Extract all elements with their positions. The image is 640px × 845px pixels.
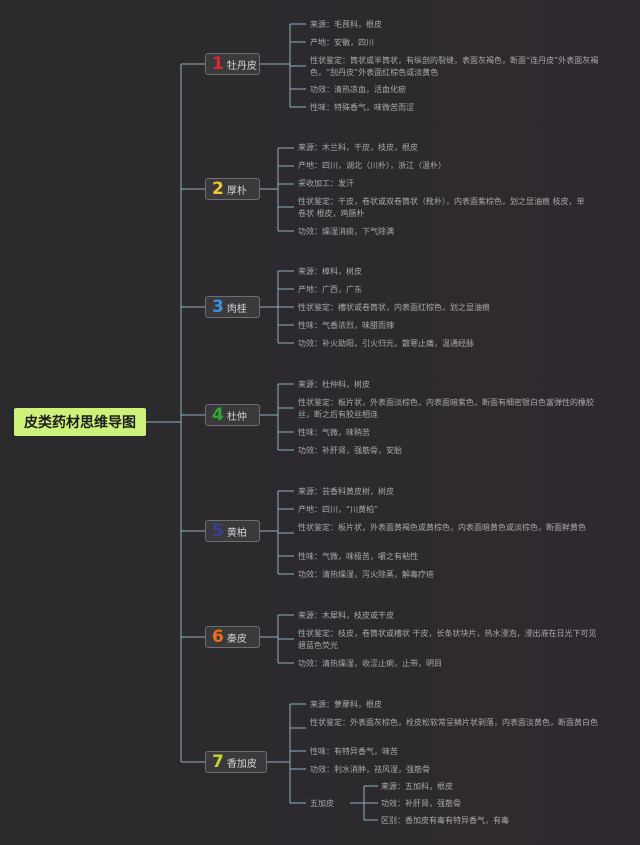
leaf-item: 性状鉴定：槽状或卷筒状，内表面红棕色，划之显油痕 (298, 303, 490, 312)
leaf-item: 功效：清热凉血，活血化瘀 (310, 85, 406, 94)
branch-node-5[interactable]: 5 黄柏 (205, 520, 260, 542)
branch-label: 杜仲 (226, 411, 247, 423)
leaf-item: 功效：补肝肾，强筋骨，安胎 (298, 446, 402, 455)
leaf-item: 来源：毛茛科，根皮 (310, 20, 382, 29)
leaf-item: 功效：利水消肿，祛风湿，强筋骨 (310, 765, 430, 774)
leaf-item: 功效：清热燥湿，泻火除蒸，解毒疗疮 (298, 570, 434, 579)
leaf-item: 性味：有特异香气，味苦 (310, 747, 398, 756)
leaf-item: 功效：补火助阳，引火归元，散寒止痛，温通经脉 (298, 339, 474, 348)
branch-number: 1 (212, 54, 224, 74)
branch-number: 4 (212, 405, 224, 425)
leaf-item: 性状鉴定：板片状，外表面淡棕色，内表面暗紫色，断面有细密银白色富弹性的橡胶丝，断… (298, 398, 594, 419)
branch-number: 5 (212, 521, 224, 541)
branch-node-6[interactable]: 6 秦皮 (205, 626, 260, 648)
leaf-item: 区别：香加皮有毒有特异香气，有毒 (381, 816, 509, 825)
sub-branch-label[interactable]: 五加皮 (310, 799, 334, 808)
leaf-item: 性味：气微，味稍苦 (298, 428, 370, 437)
leaf-item: 采收加工：发汗 (298, 179, 354, 188)
leaf-item: 来源：杜仲科，树皮 (298, 380, 370, 389)
leaf-item: 来源：芸香科黄皮树，树皮 (298, 487, 394, 496)
root-node[interactable]: 皮类药材思维导图 (14, 408, 146, 436)
leaf-item: 产地：四川，“川黄柏” (298, 505, 379, 514)
branch-node-4[interactable]: 4 杜仲 (205, 404, 260, 426)
branch-node-2[interactable]: 2 厚朴 (205, 178, 260, 200)
leaf-item: 性状鉴定：干皮，卷状或双卷筒状（靴朴），内表面紫棕色，划之显油痕 枝皮，单卷状 … (298, 197, 585, 218)
branch-label: 厚朴 (226, 185, 247, 197)
branch-number: 2 (212, 179, 224, 199)
leaf-item: 性状鉴定：枝皮，卷筒状或槽状 干皮，长条状块片，热水浸泡，浸出液在日光下可见碧蓝… (298, 629, 597, 650)
leaf-item: 功效：补肝肾，强筋骨 (381, 799, 461, 808)
branch-label: 香加皮 (226, 758, 257, 770)
leaf-item: 性状鉴定：外表面灰棕色，栓皮松软常呈鳞片状剥落，内表面淡黄色，断面黄白色 (310, 718, 598, 727)
branch-node-7[interactable]: 7 香加皮 (205, 751, 267, 773)
leaf-item: 来源：五加科，根皮 (381, 782, 453, 791)
leaf-item: 性状鉴定：板片状，外表面黄褐色或黄棕色，内表面暗黄色或淡棕色，断面鲜黄色 (298, 523, 586, 532)
leaf-item: 来源：木犀科，枝皮或干皮 (298, 611, 394, 620)
leaf-item: 性状鉴定：筒状或半筒状，有纵剖的裂缝，表面灰褐色，断面“连丹皮”外表面灰褐色，“… (310, 56, 599, 77)
branch-number: 3 (212, 297, 224, 317)
branch-label: 肉桂 (226, 303, 247, 315)
leaf-item: 来源：木兰科，干皮，枝皮，根皮 (298, 143, 418, 152)
leaf-item: 来源：樟科，树皮 (298, 267, 362, 276)
branch-node-1[interactable]: 1 牡丹皮 (205, 53, 260, 75)
branch-label: 黄柏 (226, 527, 247, 539)
branch-label: 牡丹皮 (226, 60, 257, 72)
leaf-item: 性味：气微，味极苦，嚼之有粘性 (298, 552, 418, 561)
leaf-item: 产地：安徽，四川 (310, 38, 374, 47)
leaf-item: 产地：广西，广东 (298, 285, 362, 294)
leaf-item: 功效：清热燥湿，收涩止痢，止带，明目 (298, 659, 442, 668)
leaf-item: 来源：萝藦科，根皮 (310, 700, 382, 709)
branch-node-3[interactable]: 3 肉桂 (205, 296, 260, 318)
branch-number: 7 (212, 752, 224, 772)
leaf-item: 产地：四川，湖北（川朴），浙江（温朴） (298, 161, 446, 170)
leaf-item: 功效：燥湿消痰，下气除满 (298, 227, 394, 236)
branch-label: 秦皮 (226, 633, 247, 645)
leaf-item: 性味：气香浓烈，味甜而辣 (298, 321, 394, 330)
leaf-item: 性味：特殊香气，味微苦而涩 (310, 103, 414, 112)
branch-number: 6 (212, 627, 224, 647)
